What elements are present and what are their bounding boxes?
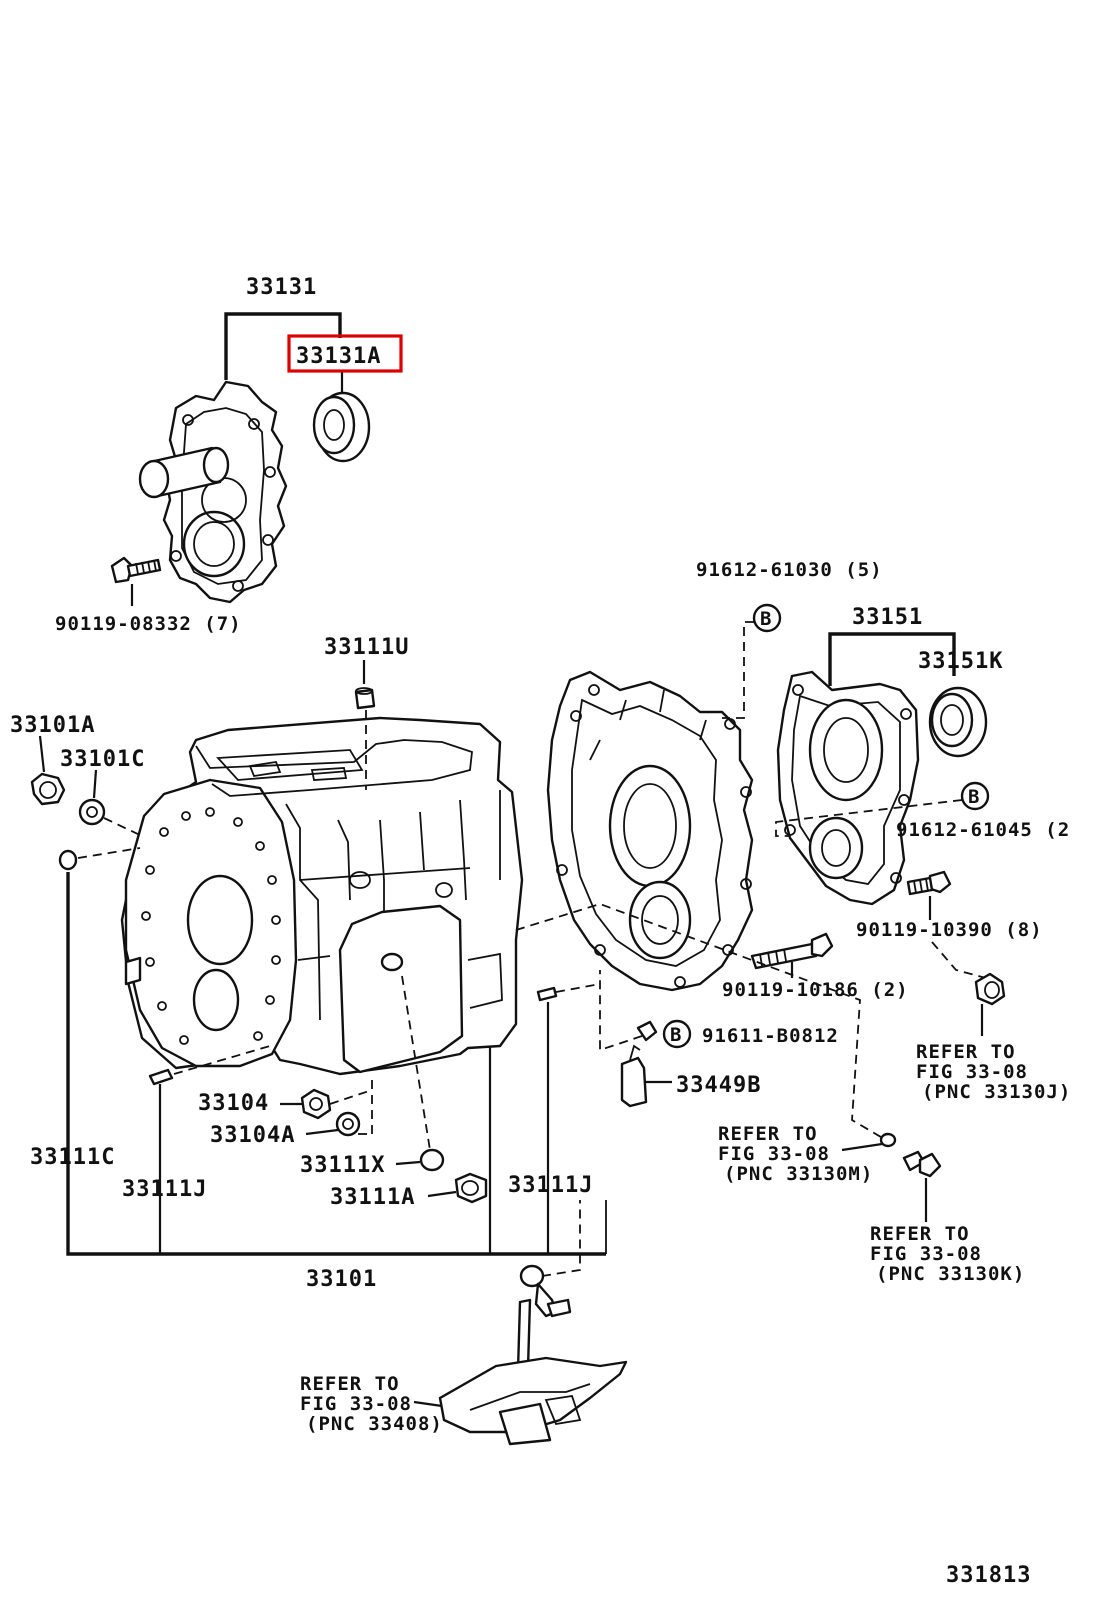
oil-seal-33131A[interactable] [312,391,371,463]
clamp-33449B[interactable] [620,1044,648,1108]
plug-33111U[interactable] [354,687,376,710]
bracket-33101 [66,872,606,1256]
svg-text:(PNC 33130K): (PNC 33130K) [876,1263,1025,1285]
gasket-33111X[interactable] [419,1148,445,1172]
label-33151: 33151 [852,605,923,630]
label-91611-B0812: 91611-B0812 [702,1025,839,1047]
svg-text:FIG 33-08: FIG 33-08 [916,1061,1028,1083]
leader-33104A [305,1128,339,1136]
svg-text:REFER TO: REFER TO [916,1041,1016,1063]
bolt-90119-08332[interactable] [110,556,162,584]
leader-33101A [38,735,46,773]
label-33111U: 33111U [324,635,409,660]
svg-text:FIG 33-08: FIG 33-08 [300,1393,412,1415]
label-33101A: 33101A [10,713,95,738]
callout-b-right-text: B [968,786,980,808]
svg-text:FIG 33-08: FIG 33-08 [718,1143,830,1165]
oil-seal-33151K[interactable] [928,686,988,758]
callout-b-lower [662,1019,692,1049]
bracket-33151 [828,632,956,686]
svg-text:REFER TO: REFER TO [300,1373,400,1395]
extension-housing-33151[interactable] [776,670,920,906]
label-33449B: 33449B [676,1073,761,1098]
bolt-90119-10390[interactable] [906,870,952,896]
fitting-33130K[interactable] [902,1150,942,1178]
dash-91612-61045 [775,799,963,837]
transaxle-case-33101[interactable] [120,716,524,1076]
label-33101: 33101 [306,1267,377,1292]
plug-33111A[interactable] [454,1172,488,1204]
label-91612-61045: 91612-61045 (2 [896,819,1070,841]
oring-33130M[interactable] [879,1132,897,1148]
label-91612-61030: 91612-61030 (5) [696,559,883,581]
pin-33111J-right[interactable] [536,986,558,1002]
dash-33111C [77,847,141,859]
nut-33104[interactable] [300,1088,332,1120]
label-33101C: 33101C [60,747,145,772]
reference-33130K: REFER TO FIG 33-08 (PNC 33130K) [870,1223,1025,1285]
fitting-33130J[interactable] [974,972,1006,1006]
dash-33408 [541,1200,581,1277]
label-33111C: 33111C [30,1145,115,1170]
label-90119-10390: 90119-10390 (8) [856,919,1043,941]
label-33104: 33104 [198,1091,269,1116]
bolt-90119-10186[interactable] [750,932,834,970]
label-90119-10186: 90119-10186 (2) [722,979,909,1001]
dash-33111J-right [555,983,601,993]
reference-33130M: REFER TO FIG 33-08 (PNC 33130M) [718,1123,873,1185]
dash-33101C [103,817,143,837]
label-90119-08332: 90119-08332 (7) [55,613,242,635]
svg-text:FIG 33-08: FIG 33-08 [870,1243,982,1265]
label-33131: 33131 [246,275,317,300]
dash-91612-61030 [722,621,754,719]
label-33111J-left: 33111J [122,1177,207,1202]
svg-text:REFER TO: REFER TO [870,1223,970,1245]
reference-33130J: REFER TO FIG 33-08 (PNC 33130J) [916,1041,1071,1103]
washer-33104A[interactable] [335,1111,361,1137]
pin-33111J-left[interactable] [148,1068,174,1086]
callout-b-top [752,603,782,633]
extension-housing-33131[interactable] [138,380,288,604]
dash-91611-B0812 [599,970,643,1052]
shift-lever-33408[interactable] [438,1264,628,1446]
dash-33111J-left [173,1045,271,1075]
label-33151K: 33151K [918,649,1003,674]
nut-33101A[interactable] [30,772,66,806]
label-33104A: 33104A [210,1123,295,1148]
leader-33111X [395,1160,421,1166]
callout-b-top-text: B [760,608,772,630]
leader-33111A [427,1190,457,1198]
label-33131A: 33131A [296,344,381,369]
svg-text:(PNC 33130J): (PNC 33130J) [922,1081,1071,1103]
diagram-id: 331813 [946,1563,1031,1588]
dash-33130M [515,903,887,1141]
callout-b-right [960,781,990,811]
transfer-case-middle[interactable] [546,670,754,992]
label-33111A: 33111A [330,1185,415,1210]
leader-33408 [413,1400,443,1408]
washer-33101C[interactable] [78,798,106,826]
leader-33101C [92,769,98,799]
pin-33111C[interactable] [58,849,78,871]
label-33111X: 33111X [300,1153,385,1178]
dash-33104 [329,1089,373,1105]
highlight-box [287,334,403,373]
leader-33130M [841,1142,883,1152]
svg-text:(PNC 33408): (PNC 33408) [306,1413,443,1435]
bolt-91611-B0812[interactable] [636,1020,658,1042]
svg-text:REFER TO: REFER TO [718,1123,818,1145]
bracket-33131 [224,312,342,380]
dash-90119-10390 [931,941,987,979]
reference-33408: REFER TO FIG 33-08 (PNC 33408) [300,1373,443,1435]
label-33111J-right: 33111J [508,1173,593,1198]
callout-b-lower-text: B [670,1024,682,1046]
svg-text:(PNC 33130M): (PNC 33130M) [724,1163,873,1185]
